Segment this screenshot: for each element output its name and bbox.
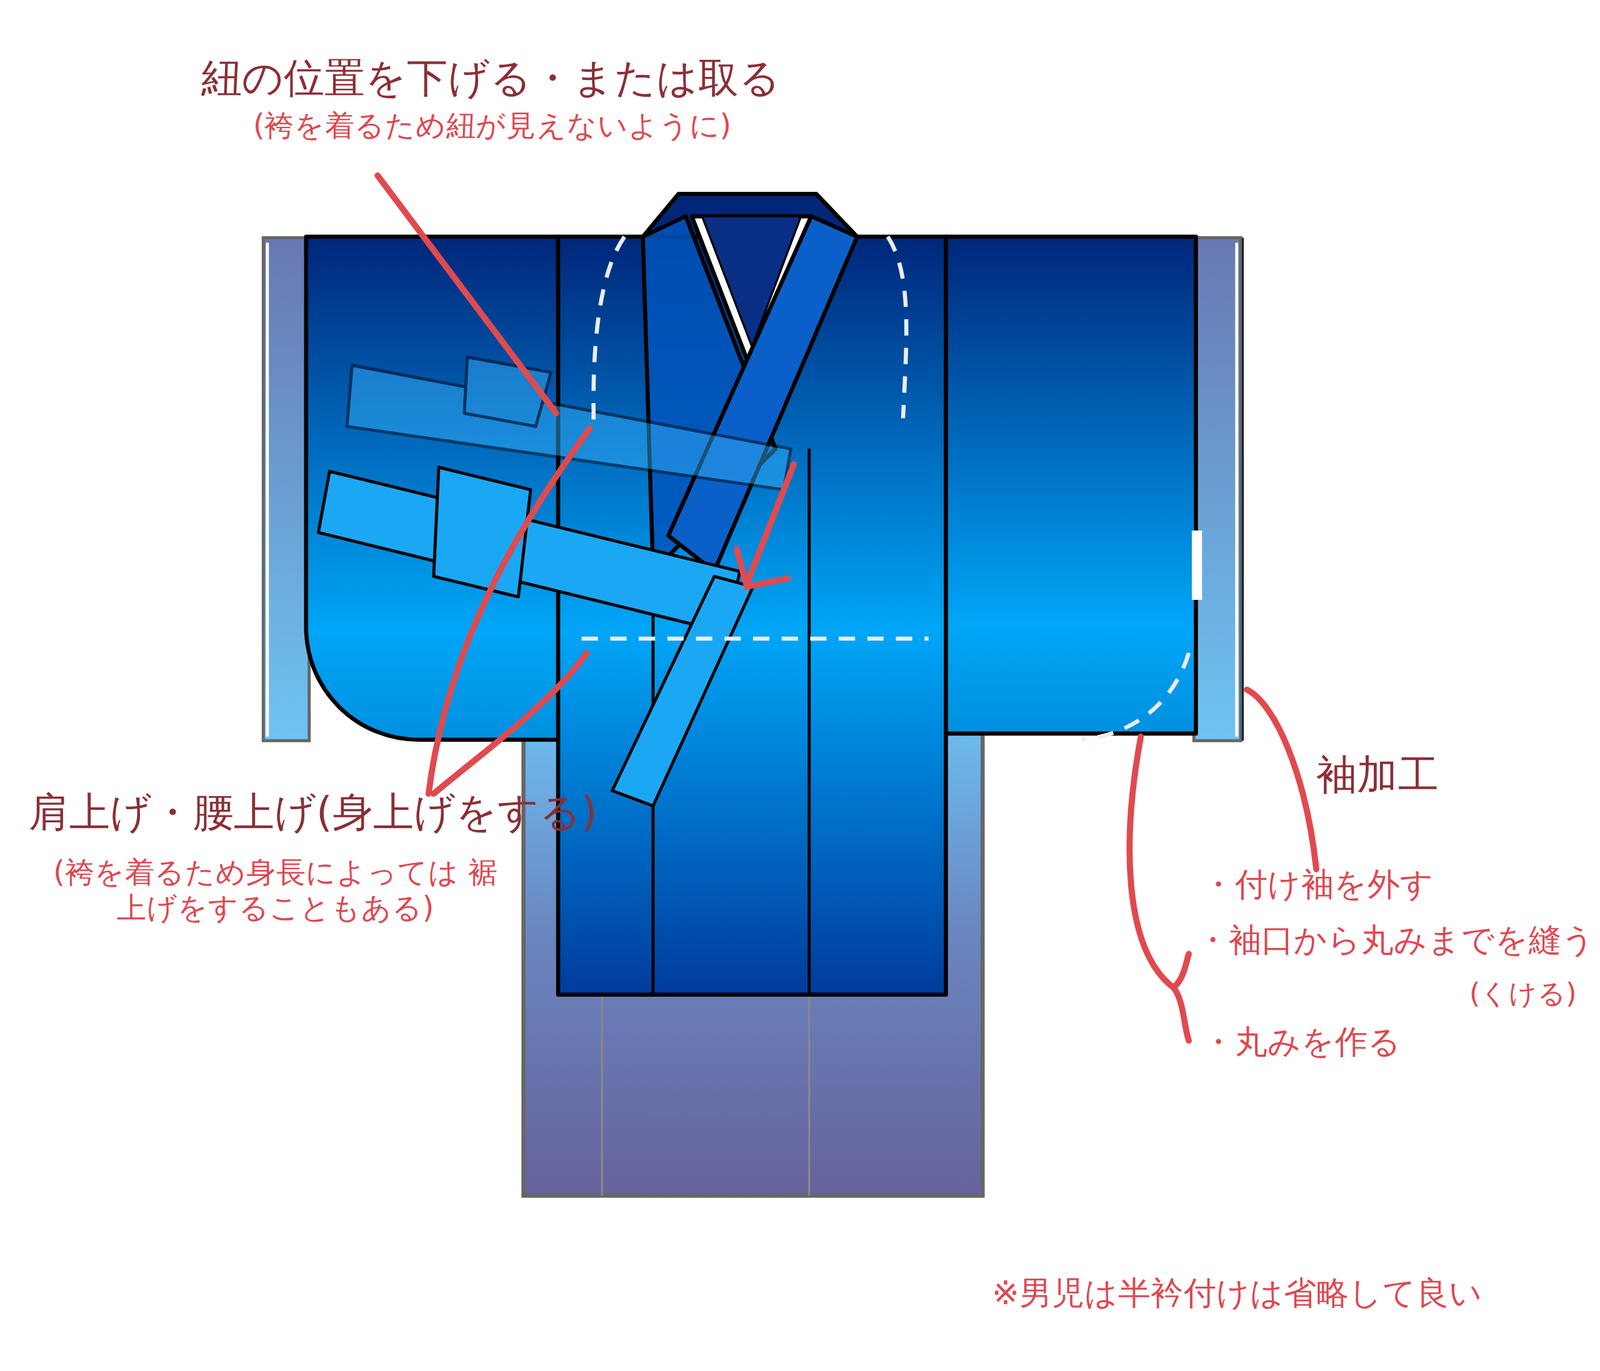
callout-heading: 紐の位置を下げる・または取る xyxy=(201,53,781,102)
callout-note: (袴を着るため身長によっては 裾上げをすることもある) xyxy=(51,855,500,927)
list-item: ・付け袖を外す xyxy=(1201,865,1434,905)
callout-heading: 肩上げ・腰上げ(身上げをする) xyxy=(28,787,598,837)
callout-heading: 袖加工 xyxy=(1316,750,1439,799)
seam-guides xyxy=(581,236,1189,740)
leader-lines xyxy=(377,175,1317,1041)
list-item: ・丸みを作る xyxy=(1201,1022,1401,1062)
callout-note: (袴を着るため紐が見えないように) xyxy=(253,108,732,144)
himo-tie xyxy=(318,356,791,806)
footnote: ※男児は半衿付けは省略して良い xyxy=(991,1273,1483,1314)
callout-note: (くける) xyxy=(1469,977,1577,1011)
list-item: ・袖口から丸みまでを縫う xyxy=(1196,920,1595,960)
